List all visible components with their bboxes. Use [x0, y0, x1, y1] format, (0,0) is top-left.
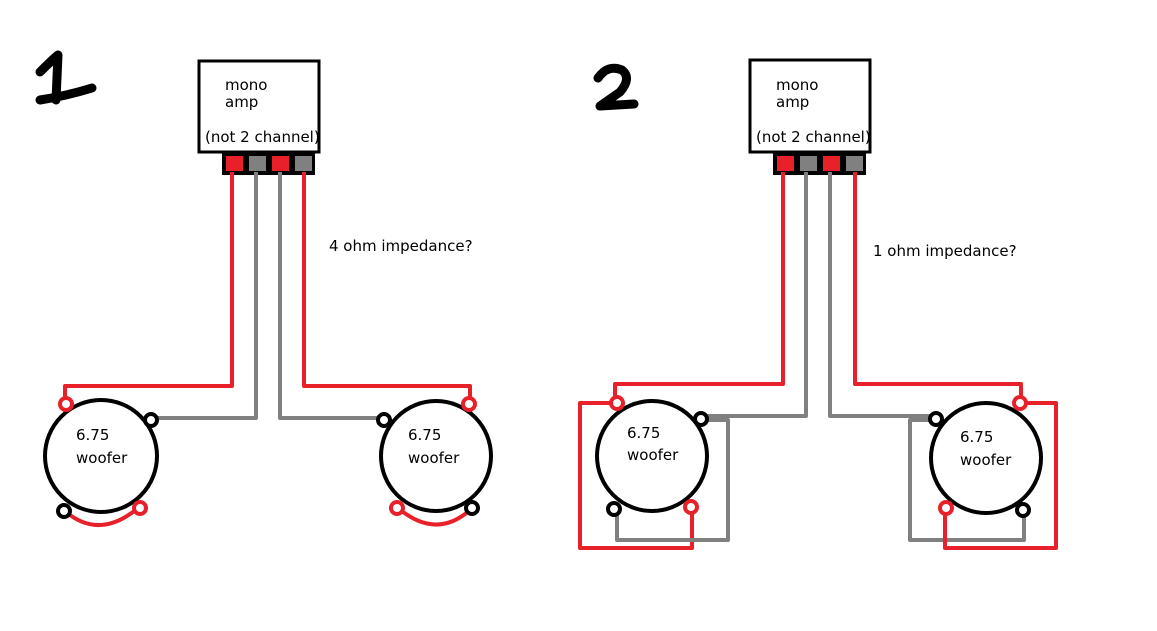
terminal	[606, 501, 622, 517]
terminal	[143, 412, 159, 428]
terminal-positive-2	[823, 156, 840, 171]
wire-negative-right	[828, 172, 934, 418]
terminal	[461, 396, 477, 412]
amp-line-2: amp	[225, 93, 258, 111]
woofer-label: woofer	[627, 446, 679, 464]
amp-line-3: (not 2 channel)	[205, 128, 320, 146]
impedance-question: 1 ohm impedance?	[873, 242, 1017, 260]
amp-line-3: (not 2 channel)	[756, 128, 871, 146]
terminal	[1012, 395, 1028, 411]
loop-positive-left	[578, 401, 694, 550]
terminal-positive-1	[226, 156, 243, 171]
terminal	[693, 411, 709, 427]
terminal-strip	[222, 152, 315, 175]
terminal	[683, 499, 699, 515]
terminal	[609, 395, 625, 411]
woofer-right: 6.75 woofer	[376, 396, 493, 516]
diagram-2: mono amp (not 2 channel) 1 ohm impedance…	[578, 58, 1058, 550]
terminal	[464, 500, 480, 516]
terminal	[56, 503, 72, 519]
diagram-2-number	[593, 63, 639, 111]
terminal-negative-1	[249, 156, 266, 171]
terminal-strip	[773, 152, 866, 175]
woofer-size: 6.75	[76, 426, 109, 444]
amp-box	[197, 59, 321, 154]
terminal	[928, 411, 944, 427]
terminal	[1015, 502, 1031, 518]
woofer-size: 6.75	[960, 428, 993, 446]
amp-line-1: mono	[776, 76, 818, 94]
terminal-negative-1	[800, 156, 817, 171]
jumper-right	[396, 506, 472, 527]
terminal	[938, 500, 954, 516]
loop-negative-left	[615, 418, 730, 542]
woofer-label: woofer	[408, 449, 460, 467]
terminal-positive-1	[777, 156, 794, 171]
woofer-left: 6.75 woofer	[43, 396, 159, 519]
wire-positive-left	[63, 172, 234, 404]
woofer-label: woofer	[76, 449, 128, 467]
woofer-size: 6.75	[408, 426, 441, 444]
wire-negative-left	[152, 172, 258, 420]
wire-positive-right	[302, 172, 472, 404]
terminal	[376, 412, 392, 428]
loop-positive-right	[943, 401, 1058, 550]
loop-negative-right	[908, 418, 1026, 542]
wire-negative-right	[278, 172, 385, 420]
diagram-1: mono amp (not 2 channel) 4 ohm impedance…	[35, 50, 493, 527]
terminal-negative-2	[846, 156, 863, 171]
wire-positive-right	[853, 172, 1023, 402]
diagram-1-number	[35, 50, 97, 105]
terminal-negative-2	[295, 156, 312, 171]
woofer-size: 6.75	[627, 424, 660, 442]
amp-line-2: amp	[776, 93, 809, 111]
woofer-label: woofer	[960, 451, 1012, 469]
terminal	[389, 500, 405, 516]
wire-negative-left	[700, 172, 808, 418]
woofer-left: 6.75 woofer	[595, 395, 709, 517]
terminal	[132, 500, 148, 516]
woofer-right: 6.75 woofer	[928, 395, 1043, 518]
jumper-left	[64, 506, 140, 527]
amp-line-1: mono	[225, 76, 267, 94]
terminal	[58, 396, 74, 412]
impedance-question: 4 ohm impedance?	[329, 237, 473, 255]
wire-positive-left	[613, 172, 785, 402]
terminal-positive-2	[272, 156, 289, 171]
